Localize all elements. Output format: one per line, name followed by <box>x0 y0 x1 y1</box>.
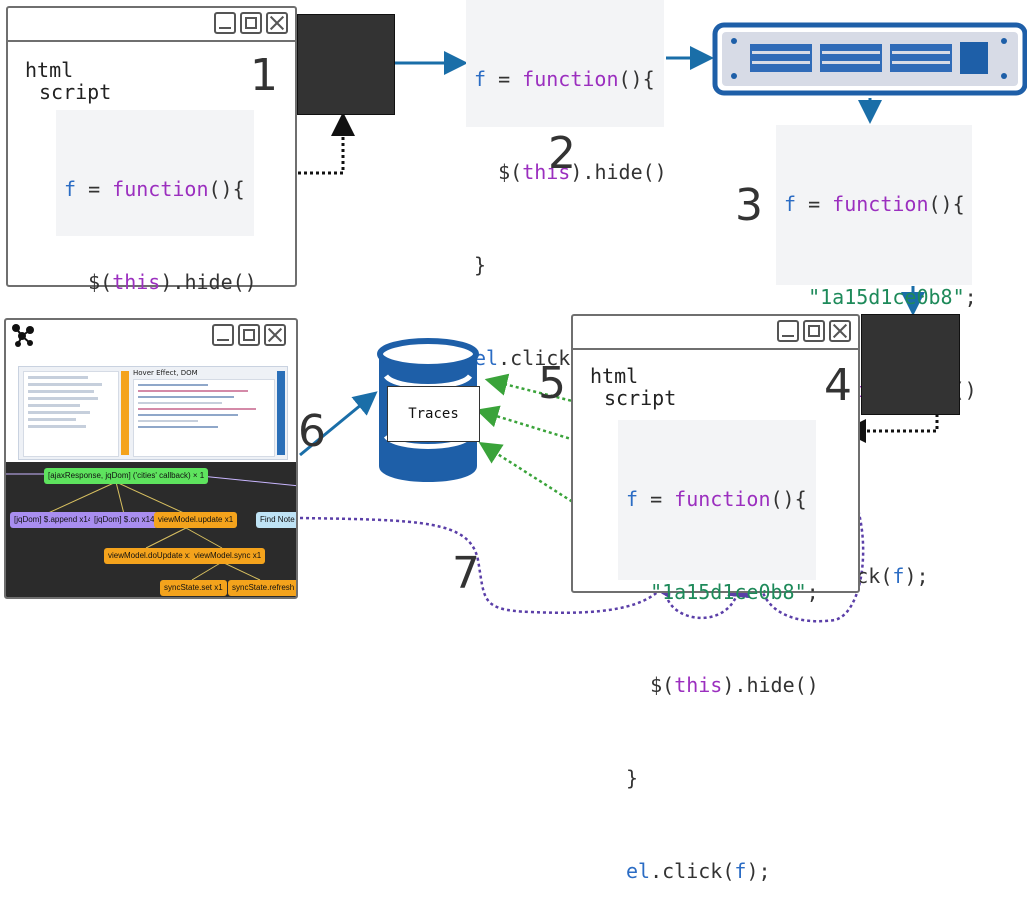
minimize-icon[interactable] <box>214 12 236 34</box>
graph-node-on[interactable]: [jqDom] $.on x14 <box>90 512 159 528</box>
graph-node-viewmodel-update[interactable]: viewModel.update x1 <box>154 512 238 528</box>
html-label: html <box>25 58 74 82</box>
traces-label: Traces <box>408 406 459 422</box>
graph-node-syncstate-set[interactable]: syncState.set x1 <box>160 580 227 596</box>
step-number-7: 7 <box>452 548 480 599</box>
step-number-1: 1 <box>250 50 278 101</box>
script-label: script <box>39 80 112 104</box>
tool-right-tabs <box>277 371 285 455</box>
step-number-4: 4 <box>824 360 852 411</box>
close-icon[interactable] <box>264 324 286 346</box>
window-titlebar <box>8 8 295 42</box>
graph-logo-icon <box>12 324 34 347</box>
purple-arrow-from-tool <box>299 516 672 615</box>
tool-source-panel <box>133 379 275 457</box>
maximize-icon[interactable] <box>238 324 260 346</box>
tool-side-tabs <box>121 371 129 455</box>
code-block-4: f = function(){ "1a15d1ce0b8"; $(this).h… <box>618 420 819 883</box>
graph-node-syncstate-refresh[interactable]: syncState.refresh x1 <box>228 580 296 596</box>
tool-title: Hover Effect, DOM <box>133 369 198 377</box>
html-label: html <box>590 364 639 388</box>
close-icon[interactable] <box>266 12 288 34</box>
graph-node-sync[interactable]: viewModel.sync x1 <box>190 548 266 564</box>
graph-node-doupdate[interactable]: viewModel.doUpdate x1 <box>104 548 198 564</box>
server-icon <box>712 22 1027 96</box>
graph-node-append[interactable]: [jqDom] $.append x14 <box>10 512 97 528</box>
arrow-tool-to-traces <box>299 391 378 457</box>
traces-label-box: Traces <box>387 386 480 442</box>
call-graph-edges <box>6 473 296 581</box>
call-graph-panel: [ajaxResponse, jqDom] ('cities' callback… <box>6 462 296 597</box>
debugger-tool-window: Hover Effect, DOM [ajaxResponse, jqDom] … <box>4 318 298 599</box>
purple-arrow-loop-2 <box>758 460 865 623</box>
tool-json-panel <box>23 371 119 457</box>
dotted-arrow-window1 <box>256 112 355 175</box>
window-titlebar <box>573 316 858 350</box>
dark-box-4 <box>861 314 960 415</box>
code-block-1: f = function(){ $(this).hide() } el.clic… <box>56 110 257 480</box>
tool-code-panel: Hover Effect, DOM <box>18 366 288 460</box>
code-block-3: f = function(){ "1a15d1ce0b8"; $(this).h… <box>776 125 977 588</box>
close-icon[interactable] <box>829 320 851 342</box>
maximize-icon[interactable] <box>240 12 262 34</box>
graph-root-node[interactable]: [ajaxResponse, jqDom] ('cities' callback… <box>44 468 209 484</box>
step-number-6: 6 <box>298 406 326 457</box>
purple-arrow-loop-1 <box>666 574 750 620</box>
maximize-icon[interactable] <box>803 320 825 342</box>
step-number-3: 3 <box>735 180 763 231</box>
window-titlebar <box>6 320 296 354</box>
script-label: script <box>604 386 677 410</box>
step-number-5: 5 <box>538 358 566 409</box>
step-number-2: 2 <box>548 128 576 179</box>
code-block-2: f = function(){ $(this).hide() } el.clic… <box>466 0 667 370</box>
dark-box-1 <box>297 14 395 115</box>
minimize-icon[interactable] <box>777 320 799 342</box>
minimize-icon[interactable] <box>212 324 234 346</box>
graph-node-find-note[interactable]: Find Note Ele <box>256 512 296 528</box>
